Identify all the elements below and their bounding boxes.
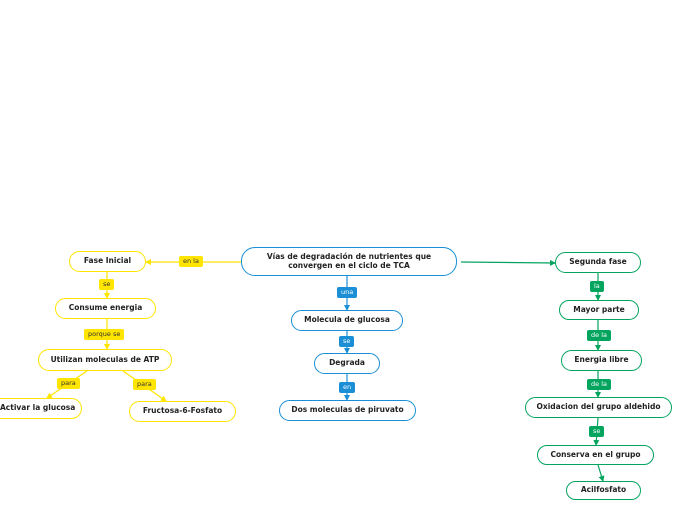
node-mayor-parte[interactable]: Mayor parte bbox=[559, 300, 639, 320]
node-consume-energia[interactable]: Consume energia bbox=[55, 298, 156, 319]
node-fase-inicial-label: Fase Inicial bbox=[83, 256, 132, 266]
link-label-una: una bbox=[337, 287, 358, 298]
edge-center-to-segunda bbox=[460, 259, 556, 266]
central-topic-label: Vías de degradación de nutrientes que co… bbox=[266, 251, 432, 270]
link-label-para-1: para bbox=[57, 378, 80, 389]
link-label-de-la-2: de la bbox=[587, 379, 611, 390]
link-label-en-la: en la bbox=[179, 256, 203, 267]
node-fructosa[interactable]: Fructosa-6-Fosfato bbox=[129, 401, 236, 422]
edge-conserva-to-acilfosfato bbox=[597, 464, 605, 482]
node-activar-glucosa[interactable]: Activar la glucosa bbox=[0, 398, 82, 419]
link-label-para-2: para bbox=[133, 379, 156, 390]
node-degrada-label: Degrada bbox=[329, 358, 365, 368]
node-utilizan-atp-label: Utilizan moleculas de ATP bbox=[50, 354, 160, 364]
node-utilizan-atp[interactable]: Utilizan moleculas de ATP bbox=[38, 349, 172, 371]
link-label-se-left: se bbox=[99, 279, 115, 290]
node-fase-inicial[interactable]: Fase Inicial bbox=[69, 251, 146, 272]
node-energia-libre-label: Energia libre bbox=[574, 355, 629, 365]
link-label-de-la-1: de la bbox=[587, 330, 611, 341]
node-oxidacion-label: Oxidacion del grupo aldehido bbox=[536, 402, 661, 412]
node-energia-libre[interactable]: Energia libre bbox=[561, 350, 642, 371]
node-activar-glucosa-label: Activar la glucosa bbox=[0, 403, 76, 413]
node-segunda-fase[interactable]: Segunda fase bbox=[555, 252, 641, 273]
node-acilfosfato-label: Acilfosfato bbox=[580, 485, 627, 495]
node-piruvato[interactable]: Dos moleculas de piruvato bbox=[279, 400, 416, 421]
node-molecula-glucosa-label: Molecula de glucosa bbox=[304, 315, 390, 325]
node-acilfosfato[interactable]: Acilfosfato bbox=[566, 481, 641, 500]
node-fructosa-label: Fructosa-6-Fosfato bbox=[142, 406, 223, 416]
node-segunda-fase-label: Segunda fase bbox=[569, 257, 627, 267]
node-conserva[interactable]: Conserva en el grupo bbox=[537, 445, 654, 465]
node-conserva-label: Conserva en el grupo bbox=[550, 449, 641, 459]
node-consume-energia-label: Consume energia bbox=[68, 303, 143, 313]
node-degrada[interactable]: Degrada bbox=[314, 353, 380, 374]
node-mayor-parte-label: Mayor parte bbox=[573, 304, 625, 314]
link-label-se-middle: se bbox=[339, 336, 355, 347]
link-label-porque-se: porque se bbox=[84, 329, 125, 340]
link-label-en: en bbox=[339, 382, 356, 393]
node-piruvato-label: Dos moleculas de piruvato bbox=[291, 405, 404, 415]
node-molecula-glucosa[interactable]: Molecula de glucosa bbox=[291, 310, 403, 331]
link-label-la: la bbox=[590, 281, 604, 292]
node-oxidacion[interactable]: Oxidacion del grupo aldehido bbox=[525, 397, 672, 418]
central-topic-node[interactable]: Vías de degradación de nutrientes que co… bbox=[241, 247, 457, 276]
link-label-se-right: se bbox=[589, 426, 605, 437]
